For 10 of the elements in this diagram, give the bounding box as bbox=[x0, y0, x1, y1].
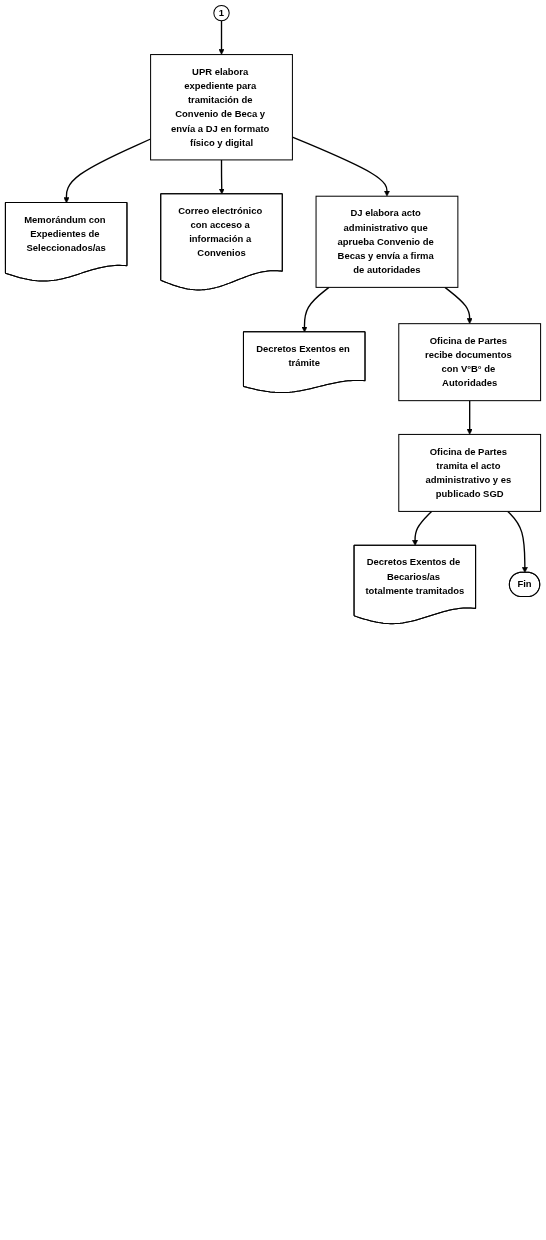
arrow bbox=[412, 510, 433, 546]
node-box: Oficina de Partes recibe documentos con V°B° de Autoridades bbox=[398, 323, 542, 402]
node-box: DJ elabora acto administrativo que aprueba Convenio de Becas y envía a firma de autoridades bbox=[315, 195, 459, 288]
node-box: UPR elabora expediente para tramitación de Convenio de Beca y envía a DJ en formato físico y digital bbox=[150, 54, 293, 161]
arrow bbox=[507, 510, 528, 573]
node-box: Oficina de Partes tramita el acto administrativo y es publicado SGD bbox=[398, 433, 542, 512]
arrow bbox=[466, 400, 473, 435]
node-circle: 1 bbox=[213, 4, 230, 22]
arrow bbox=[218, 20, 225, 55]
arrow bbox=[444, 286, 473, 324]
